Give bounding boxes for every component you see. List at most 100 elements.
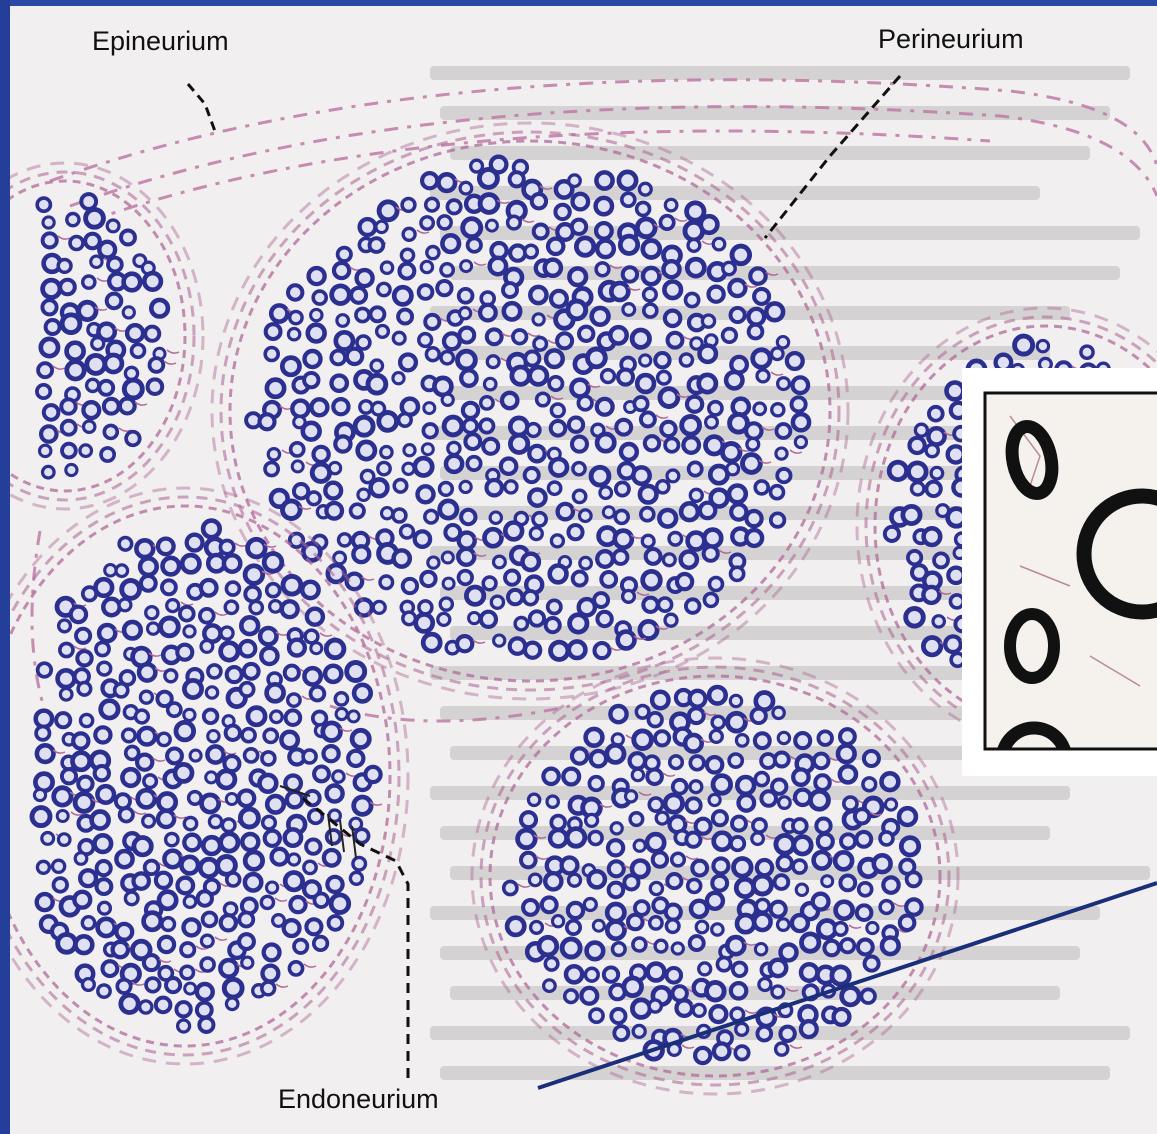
myelinated-axon	[327, 830, 341, 844]
myelinated-axon	[532, 194, 546, 208]
myelinated-axon	[181, 966, 194, 979]
myelinated-axon	[543, 769, 558, 784]
myelinated-axon	[393, 332, 405, 344]
myelinated-axon	[704, 593, 717, 606]
myelinated-axon	[529, 874, 541, 886]
myelinated-axon	[840, 876, 855, 891]
myelinated-axon	[377, 326, 389, 338]
myelinated-axon	[652, 692, 668, 708]
myelinated-axon	[99, 625, 115, 641]
myelinated-axon	[712, 924, 723, 935]
myelinated-axon	[289, 962, 302, 975]
myelinated-axon	[842, 988, 859, 1005]
myelinated-axon	[640, 621, 657, 638]
myelinated-axon	[167, 600, 179, 612]
myelinated-axon	[730, 695, 741, 706]
myelinated-axon	[288, 854, 299, 865]
myelinated-axon	[680, 354, 692, 366]
myelinated-axon	[732, 246, 750, 264]
myelinated-axon	[36, 711, 52, 727]
myelinated-axon	[267, 380, 284, 397]
myelinated-axon	[458, 351, 476, 369]
myelinated-axon	[637, 375, 654, 392]
myelinated-axon	[793, 860, 806, 873]
myelinated-axon	[611, 283, 628, 300]
myelinated-axon	[572, 220, 586, 234]
myelinated-axon	[166, 978, 180, 992]
myelinated-axon	[691, 901, 707, 917]
myelinated-axon	[713, 238, 725, 250]
myelinated-axon	[58, 934, 76, 952]
myelinated-axon	[270, 601, 282, 613]
myelinated-axon	[225, 601, 237, 613]
myelinated-axon	[665, 438, 678, 451]
myelinated-axon	[907, 872, 921, 886]
myelinated-axon	[137, 755, 152, 770]
myelinated-axon	[795, 733, 810, 748]
myelinated-axon	[368, 375, 386, 393]
myelinated-axon	[285, 873, 302, 890]
myelinated-axon	[98, 662, 111, 675]
myelinated-axon	[288, 329, 299, 340]
myelinated-axon	[597, 434, 614, 451]
myelinated-axon	[655, 940, 667, 952]
myelinated-axon	[611, 823, 622, 834]
myelinated-axon	[814, 754, 829, 769]
myelinated-axon	[567, 829, 585, 847]
myelinated-axon	[515, 618, 527, 630]
myelinated-axon	[184, 709, 195, 720]
myelinated-axon	[661, 422, 675, 436]
myelinated-axon	[926, 445, 938, 457]
myelinated-axon	[569, 874, 581, 886]
myelinated-axon	[665, 795, 682, 812]
myelinated-axon	[615, 531, 632, 548]
myelinated-axon	[832, 967, 849, 984]
myelinated-axon	[314, 767, 329, 782]
myelinated-axon	[613, 943, 626, 956]
myelinated-axon	[589, 777, 603, 791]
myelinated-axon	[731, 308, 745, 322]
myelinated-axon	[480, 419, 493, 432]
myelinated-axon	[834, 1009, 850, 1025]
myelinated-axon	[141, 576, 156, 591]
myelinated-axon	[901, 838, 918, 855]
myelinated-axon	[494, 556, 506, 568]
myelinated-axon	[581, 988, 597, 1004]
myelinated-axon	[123, 729, 136, 742]
myelinated-axon	[551, 421, 566, 436]
myelinated-axon	[314, 894, 328, 908]
myelinated-axon	[706, 416, 718, 428]
myelinated-axon	[201, 580, 217, 596]
myelinated-axon	[597, 551, 613, 567]
myelinated-axon	[714, 833, 731, 850]
myelinated-axon	[309, 268, 325, 284]
myelinated-axon	[103, 599, 119, 615]
myelinated-axon	[34, 789, 45, 800]
myelinated-axon	[289, 640, 305, 656]
myelinated-axon	[357, 270, 373, 286]
myelinated-axon	[731, 837, 744, 850]
myelinated-axon	[83, 402, 99, 418]
myelinated-axon	[834, 923, 847, 936]
epineurium-leader-line	[188, 84, 216, 134]
myelinated-axon	[1015, 336, 1033, 354]
myelinated-axon	[311, 643, 322, 654]
myelinated-axon	[778, 919, 790, 931]
myelinated-axon	[664, 282, 681, 299]
myelinated-axon	[737, 915, 754, 932]
myelinated-axon	[643, 598, 657, 612]
myelinated-axon	[607, 922, 624, 939]
myelinated-axon	[621, 444, 637, 460]
myelinated-axon	[184, 835, 200, 851]
myelinated-axon	[333, 771, 344, 782]
myelinated-axon	[690, 936, 704, 950]
myelinated-axon	[729, 486, 746, 503]
myelinated-axon	[755, 773, 768, 786]
myelinated-axon	[76, 629, 90, 643]
myelinated-axon	[144, 955, 159, 970]
myelinated-axon	[542, 897, 557, 912]
myelinated-axon	[681, 552, 697, 568]
myelinated-axon	[43, 280, 60, 297]
myelinated-axon	[248, 708, 265, 725]
myelinated-axon	[442, 235, 459, 252]
